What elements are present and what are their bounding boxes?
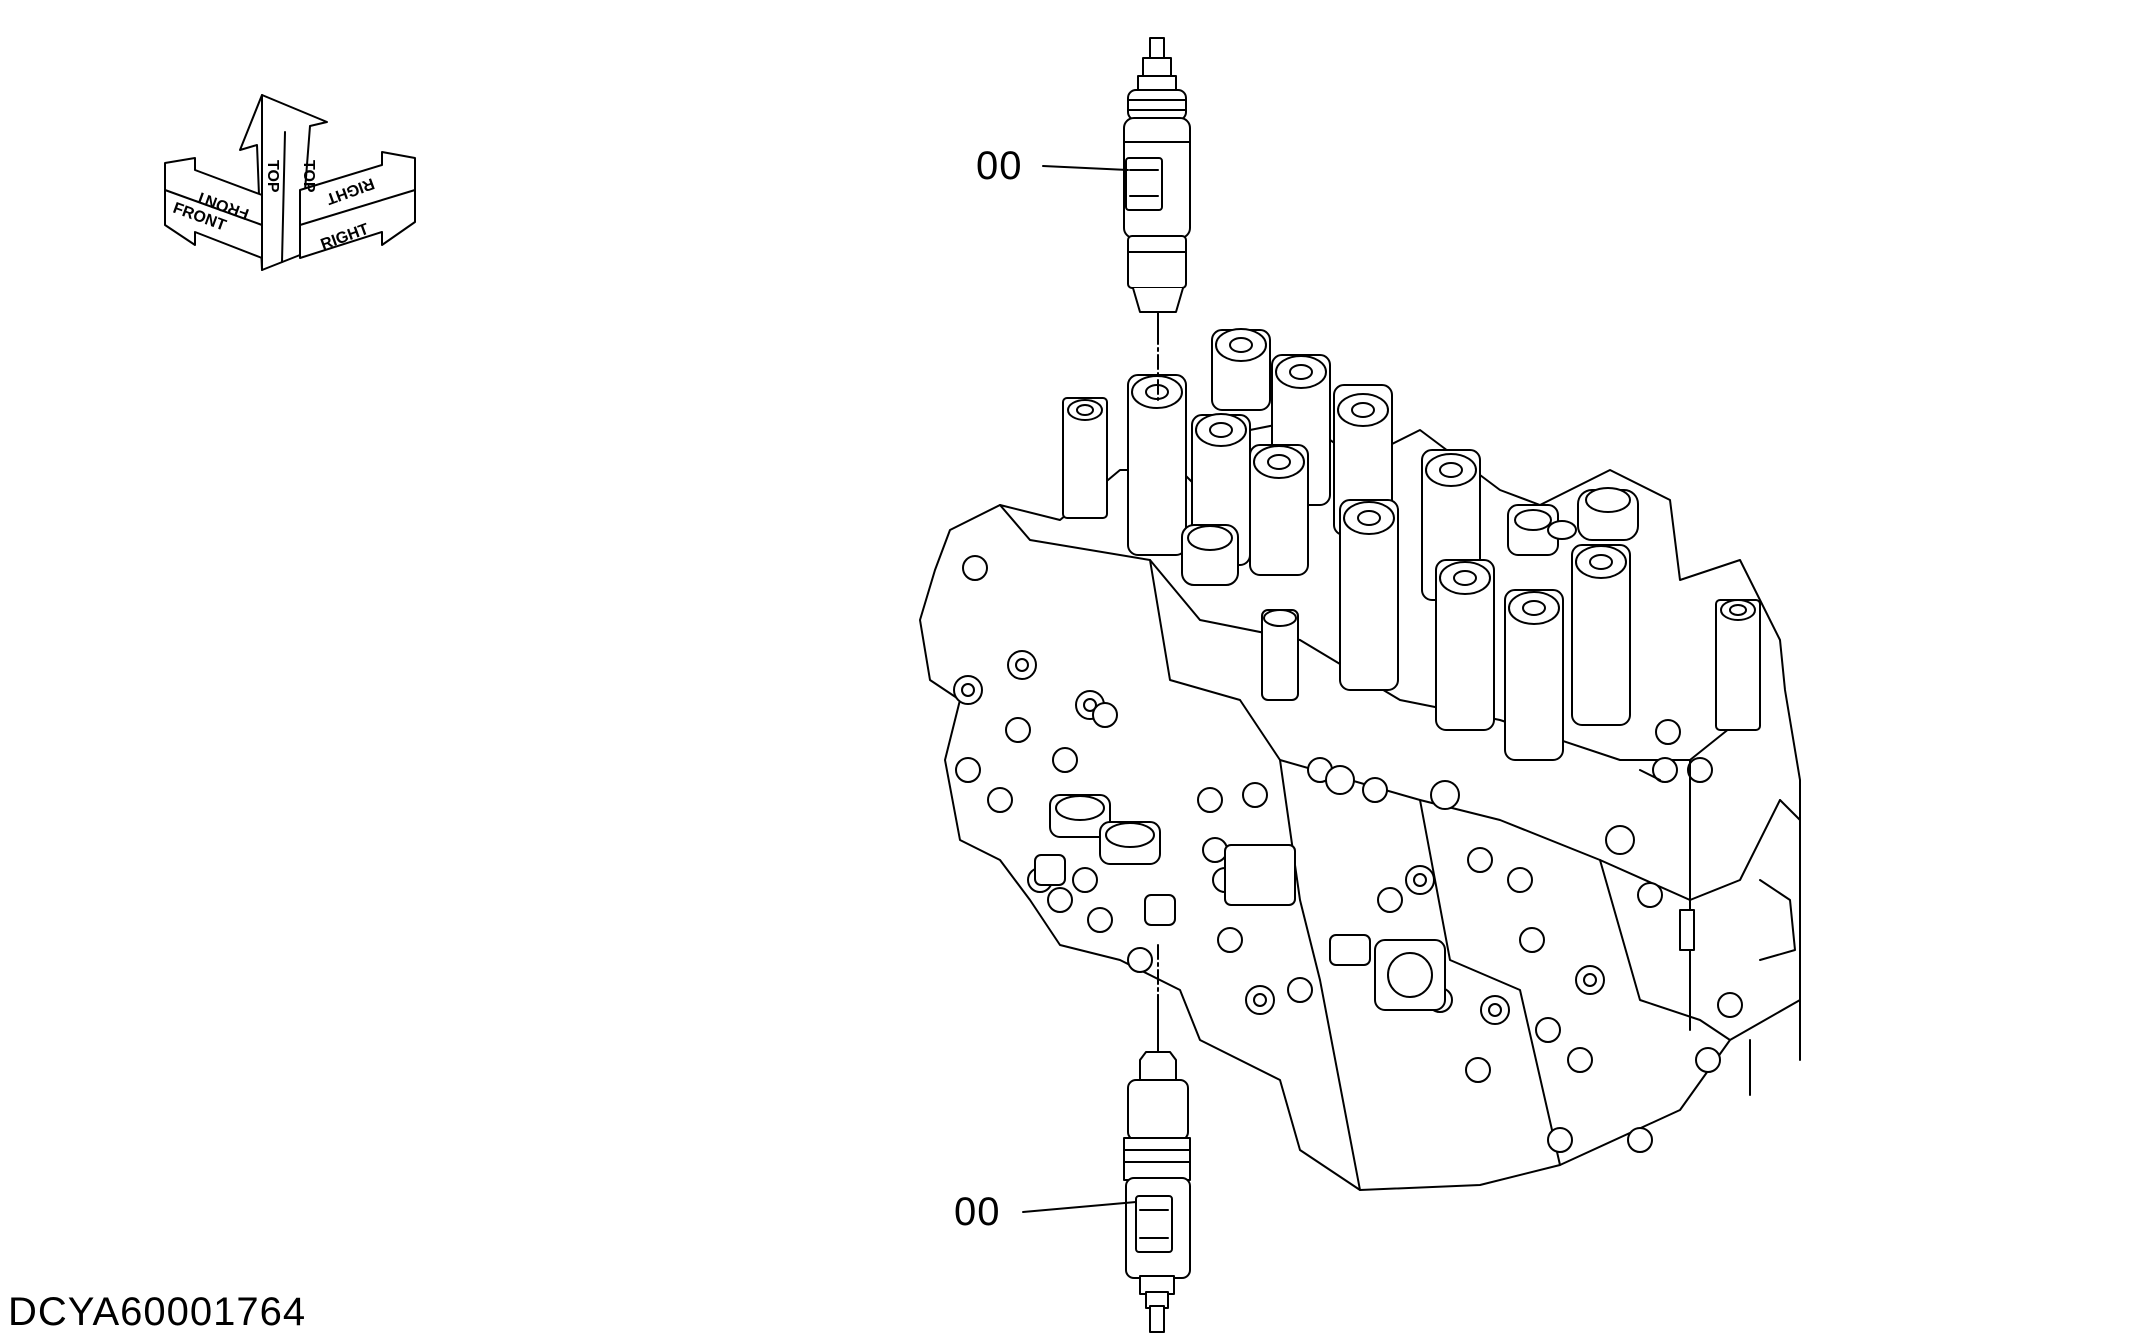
upper-leader-line xyxy=(1042,165,1129,171)
relief-fittings xyxy=(1034,794,1446,1011)
front-arrow-icon xyxy=(164,157,263,259)
orientation-indicator: TOP TOP FRONT FRONT RIGHT RIGHT xyxy=(164,94,416,271)
upper-solenoid-valve xyxy=(1123,37,1191,331)
control-valve-block xyxy=(919,328,1801,1191)
spool-bosses xyxy=(1062,328,1761,761)
right-side-details xyxy=(1639,759,1801,1096)
label-top-1: TOP xyxy=(264,160,281,193)
lower-leader-line xyxy=(1022,1201,1137,1213)
callout-label-upper: 00 xyxy=(976,144,1023,188)
lower-solenoid-valve xyxy=(1123,994,1191,1333)
label-top-2: TOP xyxy=(300,160,317,193)
right-arrow-icon xyxy=(299,151,416,259)
callout-label-lower: 00 xyxy=(954,1190,1001,1234)
drawing-id: DCYA60001764 xyxy=(8,1290,307,1334)
